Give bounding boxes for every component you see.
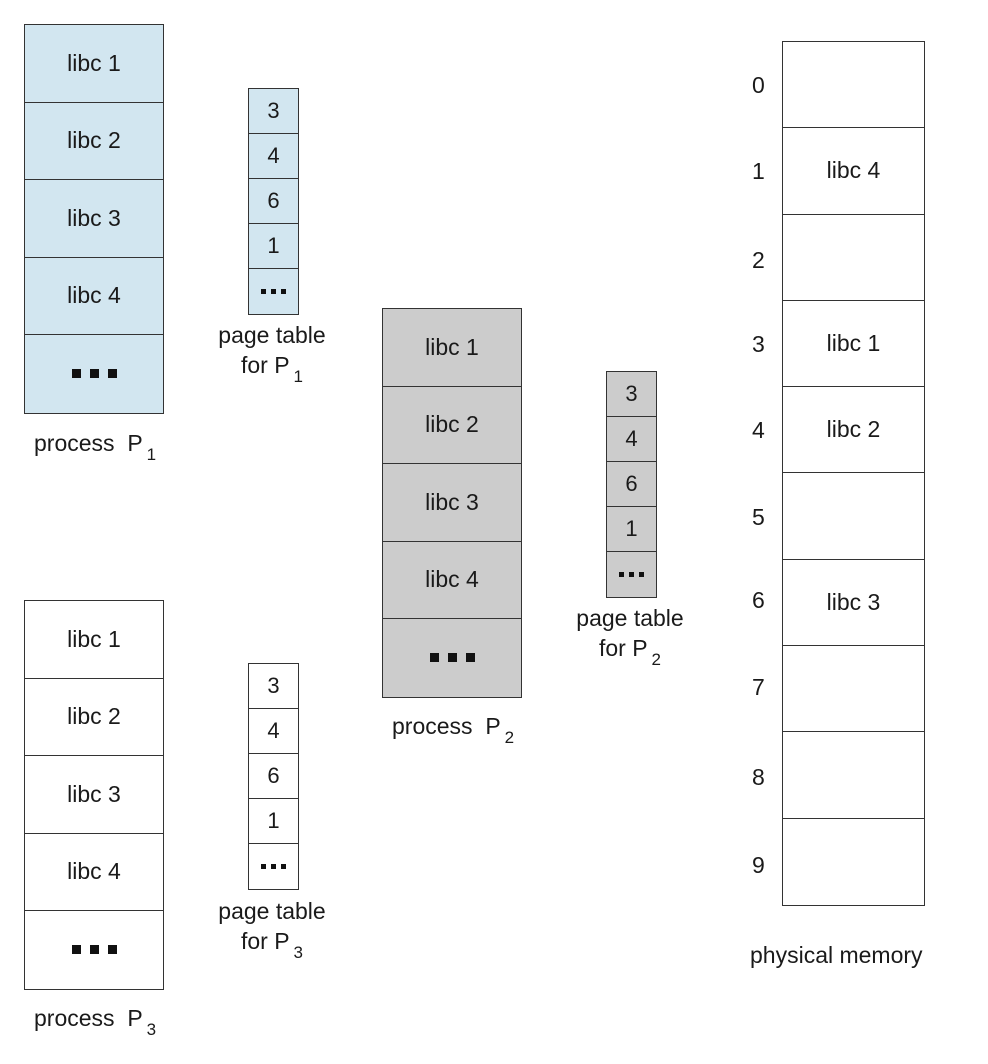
page-table-entry: 3 bbox=[607, 372, 656, 417]
process-subscript: 1 bbox=[146, 445, 157, 464]
process-p3-page: libc 4 bbox=[25, 834, 163, 911]
page-table-p2: 3 4 6 1 bbox=[606, 371, 657, 598]
page-table-label-line1: page table bbox=[218, 322, 326, 348]
page-table-entry: 3 bbox=[249, 89, 298, 134]
frame-number: 1 bbox=[752, 158, 765, 184]
page-table-entry: 6 bbox=[249, 754, 298, 799]
page-table-p1: 3 4 6 1 bbox=[248, 88, 299, 315]
memory-frame bbox=[783, 819, 924, 905]
memory-frame bbox=[783, 732, 924, 819]
process-p3-memory: libc 1 libc 2 libc 3 libc 4 bbox=[24, 600, 164, 990]
frame-number: 0 bbox=[752, 72, 765, 98]
page-table-for-text: for P bbox=[240, 928, 290, 954]
memory-frame: libc 4 bbox=[783, 128, 924, 215]
memory-frame bbox=[783, 42, 924, 129]
process-p2-page: libc 1 bbox=[383, 309, 521, 387]
page-table-ellipsis bbox=[607, 552, 656, 597]
process-p2-page: libc 3 bbox=[383, 464, 521, 542]
page-table-label-line1: page table bbox=[218, 898, 326, 924]
physical-memory: libc 4 libc 1 libc 2 libc 3 bbox=[782, 41, 925, 906]
process-p2-memory: libc 1 libc 2 libc 3 libc 4 bbox=[382, 308, 522, 698]
page-table-entry: 3 bbox=[249, 664, 298, 709]
process-p3-ellipsis bbox=[25, 911, 163, 989]
page-table-for-text: for P bbox=[240, 352, 290, 378]
frame-number: 7 bbox=[752, 674, 765, 700]
process-label-text: process bbox=[34, 1005, 115, 1031]
page-table-entry: 4 bbox=[249, 709, 298, 754]
page-table-entry: 4 bbox=[249, 134, 298, 179]
process-p1-memory: libc 1 libc 2 libc 3 libc 4 bbox=[24, 24, 164, 414]
process-p1-page: libc 1 bbox=[25, 25, 163, 103]
process-p2-page: libc 2 bbox=[383, 387, 521, 464]
frame-number: 4 bbox=[752, 417, 765, 443]
page-table-label-line1: page table bbox=[576, 605, 684, 631]
process-p3-page: libc 2 bbox=[25, 679, 163, 756]
process-subscript: 2 bbox=[504, 728, 515, 747]
page-table-entry: 1 bbox=[607, 507, 656, 552]
page-table-p3: 3 4 6 1 bbox=[248, 663, 299, 890]
page-table-subscript: 2 bbox=[651, 650, 662, 669]
page-table-ellipsis bbox=[249, 844, 298, 889]
process-p1-page: libc 2 bbox=[25, 103, 163, 180]
process-p3-page: libc 3 bbox=[25, 756, 163, 834]
page-table-entry: 4 bbox=[607, 417, 656, 462]
memory-frame bbox=[783, 646, 924, 733]
process-p1-page: libc 4 bbox=[25, 258, 163, 335]
page-table-entry: 1 bbox=[249, 799, 298, 844]
memory-frame: libc 3 bbox=[783, 560, 924, 647]
memory-frame: libc 1 bbox=[783, 301, 924, 388]
process-p3-page: libc 1 bbox=[25, 601, 163, 679]
physical-memory-label: physical memory bbox=[750, 942, 923, 968]
frame-number: 6 bbox=[752, 587, 765, 613]
frame-number: 5 bbox=[752, 504, 765, 530]
process-label-text: process bbox=[34, 430, 115, 456]
page-table-entry: 6 bbox=[607, 462, 656, 507]
page-table-for-text: for P bbox=[598, 635, 648, 661]
page-table-entry: 1 bbox=[249, 224, 298, 269]
page-table-ellipsis bbox=[249, 269, 298, 314]
process-label-text: process bbox=[392, 713, 473, 739]
process-p2-ellipsis bbox=[383, 619, 521, 697]
frame-number: 3 bbox=[752, 331, 765, 357]
process-p1-page: libc 3 bbox=[25, 180, 163, 258]
page-table-subscript: 3 bbox=[293, 943, 304, 962]
process-p1-ellipsis bbox=[25, 335, 163, 413]
memory-frame: libc 2 bbox=[783, 387, 924, 474]
frame-number: 9 bbox=[752, 852, 765, 878]
process-p2-page: libc 4 bbox=[383, 542, 521, 619]
memory-frame bbox=[783, 473, 924, 560]
frame-number: 2 bbox=[752, 247, 765, 273]
frame-number: 8 bbox=[752, 764, 765, 790]
process-subscript: 3 bbox=[146, 1020, 157, 1039]
page-table-entry: 6 bbox=[249, 179, 298, 224]
page-table-subscript: 1 bbox=[293, 367, 304, 386]
memory-frame bbox=[783, 215, 924, 301]
